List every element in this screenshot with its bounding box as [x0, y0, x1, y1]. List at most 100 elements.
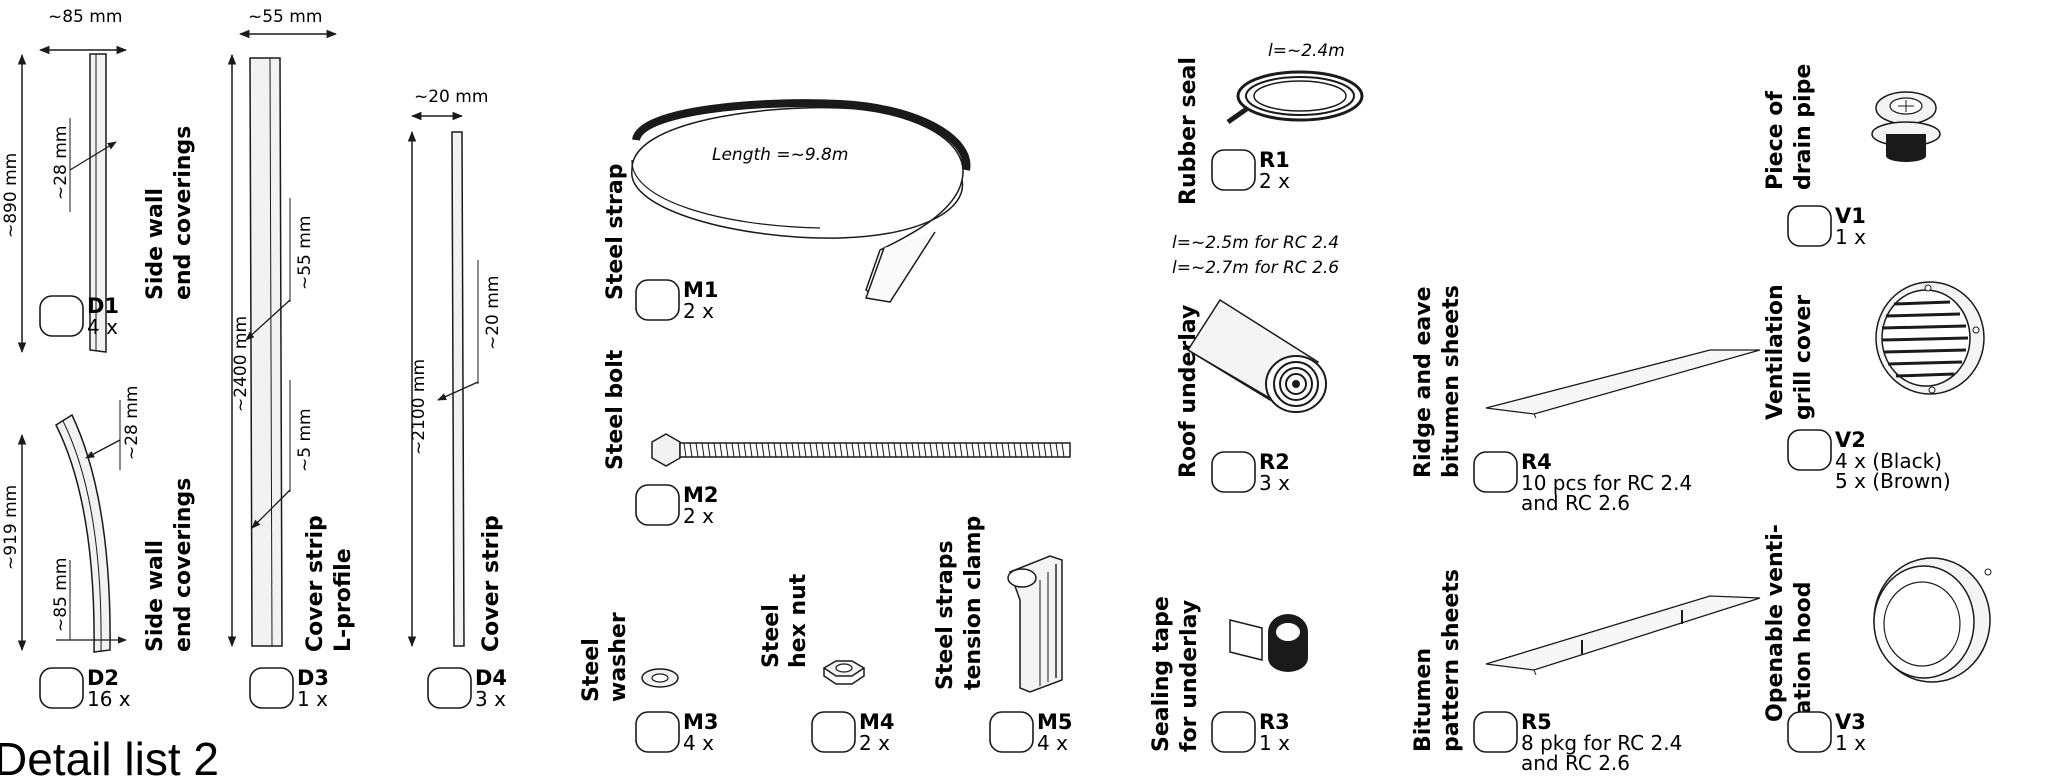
- d2-code: D2: [87, 666, 119, 690]
- item-v2: Ventilation grill cover V2 4 x (Black) 5…: [1763, 281, 1985, 493]
- d4-width-label: ~20 mm: [414, 87, 488, 107]
- item-v1: Piece of drain pipe V1 1 x: [1763, 64, 1941, 249]
- r4-qty-2: and RC 2.6: [1521, 491, 1630, 515]
- m1-qty: 2 x: [683, 299, 714, 323]
- r4-code: R4: [1521, 450, 1552, 474]
- item-d3: ~55 mm ~2400 mm ~55 mm ~5 mm Cover strip…: [227, 7, 356, 711]
- r4-name-2: bitumen sheets: [1439, 285, 1464, 478]
- item-r5: Bitumen pattern sheets R5 8 pkg for RC 2…: [1411, 569, 1761, 775]
- m4-name-2: hex nut: [786, 573, 811, 668]
- r5-code: R5: [1521, 710, 1552, 734]
- v1-name-2: drain pipe: [1791, 64, 1816, 190]
- d1-height-label: ~890 mm: [1, 153, 21, 238]
- m2-qty: 2 x: [683, 504, 714, 528]
- r1-code: R1: [1259, 148, 1290, 172]
- r2-code: R2: [1259, 450, 1290, 474]
- m1-length-note: Length =~9.8m: [712, 145, 848, 165]
- d2-height-label: ~919 mm: [1, 485, 21, 570]
- item-m3: Steel washer M3 4 x: [579, 612, 719, 755]
- v2-name-1: Ventilation: [1763, 284, 1788, 420]
- r1-checkbox[interactable]: [1211, 149, 1256, 191]
- m4-qty: 2 x: [859, 731, 890, 755]
- r3-name-1: Sealing tape: [1149, 596, 1174, 752]
- d2-name-2: end coverings: [171, 478, 196, 652]
- m3-qty: 4 x: [683, 731, 714, 755]
- d4-name-1: Cover strip: [479, 515, 504, 652]
- m3-name-1: Steel: [579, 638, 604, 702]
- r3-name-2: for underlay: [1177, 600, 1202, 752]
- item-d4: ~20 mm ~2100 mm ~20 mm Cover strip D4 3 …: [407, 87, 507, 711]
- m1-code: M1: [683, 278, 719, 302]
- v3-checkbox[interactable]: [1787, 711, 1832, 753]
- r5-qty-1: 8 pkg for RC 2.4: [1521, 731, 1682, 755]
- v2-checkbox[interactable]: [1787, 429, 1832, 471]
- r4-checkbox[interactable]: [1473, 451, 1518, 493]
- d3-checkbox[interactable]: [249, 667, 294, 709]
- m3-name-2: washer: [606, 612, 631, 702]
- m2-name: Steel bolt: [603, 349, 628, 470]
- d3-thick-label: ~5 mm: [295, 408, 315, 472]
- r5-checkbox[interactable]: [1473, 711, 1518, 753]
- d1-checkbox[interactable]: [39, 295, 84, 337]
- item-m2: Steel bolt M2 2 x: [603, 349, 1071, 528]
- m1-name: Steel strap: [603, 164, 628, 300]
- d4-thick-label: ~20 mm: [483, 276, 503, 350]
- item-d1: ~85 mm ~890 mm ~28 mm Side wall end cove…: [1, 7, 196, 354]
- m5-clamp: [1009, 555, 1063, 693]
- v1-checkbox[interactable]: [1787, 205, 1832, 247]
- item-r4: Ridge and eave bitumen sheets R4 10 pcs …: [1411, 285, 1761, 515]
- v2-qty-1: 4 x (Black): [1835, 449, 1942, 473]
- r2-qty: 3 x: [1259, 471, 1290, 495]
- r1-length-note: l=~2.4m: [1268, 41, 1345, 61]
- r5-name-2: pattern sheets: [1439, 569, 1464, 752]
- r3-tape-end: [1229, 619, 1263, 661]
- m4-code: M4: [859, 710, 895, 734]
- d4-qty: 3 x: [475, 687, 506, 711]
- v2-code: V2: [1835, 428, 1866, 452]
- item-m4: Steel hex nut M4 2 x: [759, 573, 895, 755]
- r2-checkbox[interactable]: [1211, 451, 1256, 493]
- m1-checkbox[interactable]: [635, 279, 680, 321]
- r4-name-1: Ridge and eave: [1411, 286, 1436, 478]
- r5-sheet: [1485, 595, 1761, 671]
- r2-note-2: l=~2.7m for RC 2.6: [1172, 258, 1339, 278]
- v3-name-2: lation hood: [1791, 581, 1816, 722]
- m5-name-2: tension clamp: [961, 516, 986, 690]
- m2-bolt-head: [651, 433, 681, 467]
- d1-thick-label: ~28 mm: [51, 126, 71, 200]
- d1-qty: 4 x: [87, 315, 118, 339]
- item-r1: Rubber seal l=~2.4m R1 2 x: [1176, 41, 1364, 205]
- m4-checkbox[interactable]: [811, 711, 856, 753]
- m5-qty: 4 x: [1037, 731, 1068, 755]
- item-v3: Openable venti- lation hood V3 1 x: [1763, 524, 1992, 755]
- v3-code: V3: [1835, 710, 1866, 734]
- item-d2: ~919 mm ~28 mm ~85 mm Side wall end cove…: [1, 386, 196, 711]
- r3-checkbox[interactable]: [1211, 711, 1256, 753]
- r1-name: Rubber seal: [1176, 57, 1201, 205]
- r3-code: R3: [1259, 710, 1290, 734]
- d1-width-label: ~85 mm: [48, 7, 122, 27]
- d3-name-1: Cover strip: [303, 515, 328, 652]
- m2-checkbox[interactable]: [635, 484, 680, 526]
- r1-qty: 2 x: [1259, 169, 1290, 193]
- m5-name-1: Steel straps: [933, 540, 958, 690]
- m3-checkbox[interactable]: [635, 711, 680, 753]
- d3-name-2: L-profile: [331, 548, 356, 652]
- d3-depth-label: ~55 mm: [295, 216, 315, 290]
- ventilation-hood-icon: [1873, 557, 1992, 683]
- d1-name-1: Side wall: [143, 188, 168, 300]
- r3-qty: 1 x: [1259, 731, 1290, 755]
- m5-checkbox[interactable]: [989, 711, 1034, 753]
- d4-checkbox[interactable]: [427, 667, 472, 709]
- r5-qty-2: and RC 2.6: [1521, 751, 1630, 775]
- v2-qty-2: 5 x (Brown): [1835, 469, 1951, 493]
- item-m5: Steel straps tension clamp M5 4 x: [933, 516, 1073, 755]
- drain-pipe-icon: [1871, 91, 1941, 162]
- ventilation-grill-icon: [1875, 281, 1985, 395]
- v3-qty: 1 x: [1835, 731, 1866, 755]
- item-m1: Steel strap Length =~9.8m M1 2 x: [603, 99, 971, 323]
- d2-qty: 16 x: [87, 687, 131, 711]
- d2-checkbox[interactable]: [39, 667, 84, 709]
- d1-shape: [89, 53, 107, 353]
